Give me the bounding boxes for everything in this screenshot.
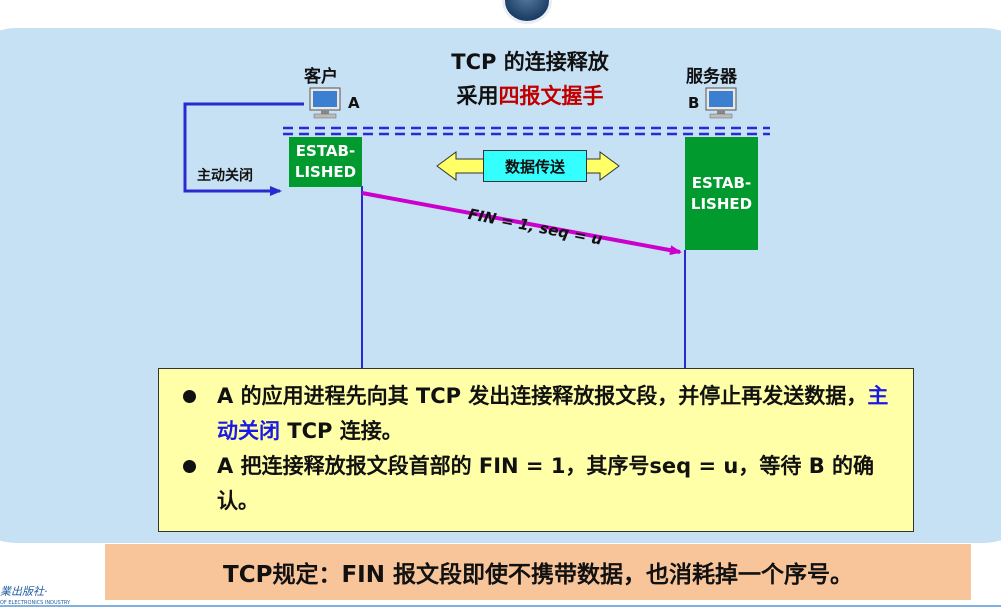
client-state-line2: LISHED (294, 163, 357, 181)
note-text-before: A 的应用进程先向其 TCP 发出连接释放报文段，并停止再发送数据， (217, 384, 868, 408)
publisher-sub: OF ELECTRONICS INDUSTRY (0, 600, 71, 606)
client-letter: A (348, 94, 360, 112)
note-item: A 的应用进程先向其 TCP 发出连接释放报文段，并停止再发送数据，主动关闭 T… (179, 379, 893, 449)
active-close-arrow (183, 102, 304, 196)
server-established-state: ESTAB- LISHED (685, 137, 758, 250)
server-state-line2: LISHED (690, 194, 753, 213)
note-text-after: TCP 连接。 (280, 419, 403, 443)
fin-arrow (361, 191, 682, 256)
footer-divider (0, 605, 1001, 607)
note-highlight: 主动关闭 (217, 384, 889, 443)
client-state-line1: ESTAB- (295, 142, 356, 160)
publisher-logo: 業出版社· (0, 585, 48, 598)
server-computer-icon (705, 87, 737, 119)
subtitle-highlight: 四报文握手 (498, 84, 604, 108)
note-item: A 把连接释放报文段首部的 FIN = 1，其序号seq = u，等待 B 的确… (179, 449, 893, 519)
client-established-state: ESTAB- LISHED (289, 137, 362, 187)
diagram-subtitle: 采用四报文握手 (380, 80, 680, 110)
server-label: 服务器 (686, 67, 737, 87)
bullet-icon (183, 460, 196, 473)
client-label: 客户 (304, 67, 338, 87)
diagram-title: TCP 的连接释放 (451, 50, 609, 74)
active-close-label: 主动关闭 (197, 168, 253, 184)
data-transfer-label: 数据传送 (483, 150, 587, 182)
bullet-icon (183, 390, 196, 403)
note-text: A 把连接释放报文段首部的 FIN = 1，其序号seq = u，等待 B 的确… (217, 454, 875, 513)
rule-text: TCP规定：FIN 报文段即使不携带数据，也消耗掉一个序号。 (105, 544, 971, 600)
server-state-line1: ESTAB- (691, 173, 752, 192)
client-computer-icon (309, 87, 341, 119)
subtitle-prefix: 采用 (456, 84, 499, 108)
explanation-note: A 的应用进程先向其 TCP 发出连接释放报文段，并停止再发送数据，主动关闭 T… (158, 368, 914, 532)
server-letter: B (688, 94, 700, 112)
